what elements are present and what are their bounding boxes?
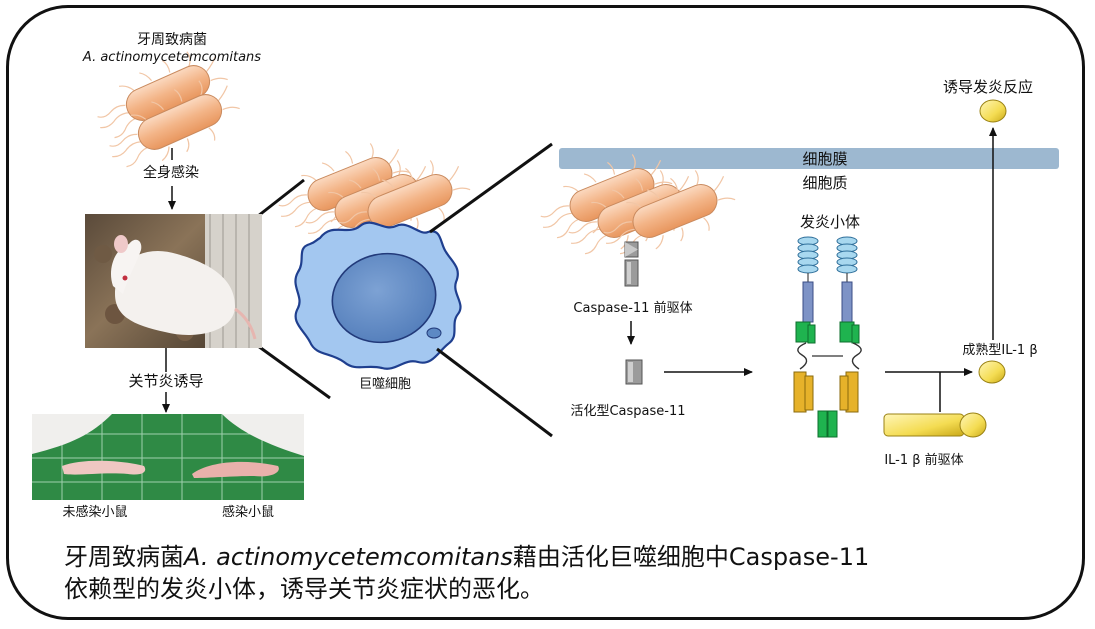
- zoom-line: [429, 142, 553, 234]
- caspase11-precursor-label: Caspase-11 前驱体: [573, 301, 693, 316]
- caption-line-2: 依赖型的发炎小体，诱导关节炎症状的恶化。: [64, 575, 544, 603]
- uninfected-mouse-label: 未感染小鼠: [62, 505, 128, 520]
- zoom-line: [257, 178, 305, 218]
- macrophage-cell: [294, 221, 462, 370]
- caspase11-active-label: 活化型Caspase-11: [570, 404, 686, 419]
- caption-part-1: 牙周致病菌: [64, 543, 184, 571]
- figure-caption: 牙周致病菌A. actinomycetemcomitans藉由活化巨噬细胞中Ca…: [64, 541, 869, 605]
- figure-frame: [6, 5, 1085, 620]
- caspase11-active-shape: [625, 359, 643, 385]
- caspase11-precursor-shape: [624, 241, 639, 287]
- caption-latin-name: A. actinomycetemcomitans: [184, 543, 513, 571]
- caption-part-2: 藉由活化巨噬细胞中Caspase-11: [512, 543, 870, 571]
- macrophage-label: 巨噬細胞: [358, 377, 412, 392]
- pathogen-name-cn: 牙周致病菌: [137, 32, 207, 48]
- zoom-line: [257, 344, 331, 400]
- zoom-line: [436, 347, 553, 438]
- mature-il1b-shape: [978, 360, 1006, 384]
- pathogen-name-latin: A. actinomycetemcomitans: [82, 50, 262, 65]
- inflammatory-response-label: 诱导发炎反应: [942, 78, 1034, 96]
- il1b-precursor-label: IL-1 β 前驱体: [884, 453, 964, 468]
- cytoplasm-label: 细胞质: [802, 174, 848, 192]
- systemic-infection-label: 全身感染: [143, 165, 199, 181]
- il1b-precursor-shape: [883, 412, 987, 438]
- caption-line-1: 牙周致病菌A. actinomycetemcomitans藉由活化巨噬细胞中Ca…: [64, 541, 869, 573]
- inflammasome-label: 发炎小体: [799, 213, 861, 231]
- secreted-il1b-shape: [979, 99, 1007, 123]
- cell-membrane-label: 细胞膜: [802, 150, 848, 168]
- paws-photo: [32, 414, 304, 500]
- arthritis-induction-label: 关节炎诱导: [128, 372, 204, 390]
- mature-il1b-label: 成熟型IL-1 β: [962, 343, 1038, 358]
- infected-mouse-label: 感染小鼠: [221, 505, 275, 520]
- inflammasome-shape: [793, 236, 862, 438]
- cell-membrane-bar: [559, 148, 1059, 169]
- mouse-photo: [85, 214, 262, 348]
